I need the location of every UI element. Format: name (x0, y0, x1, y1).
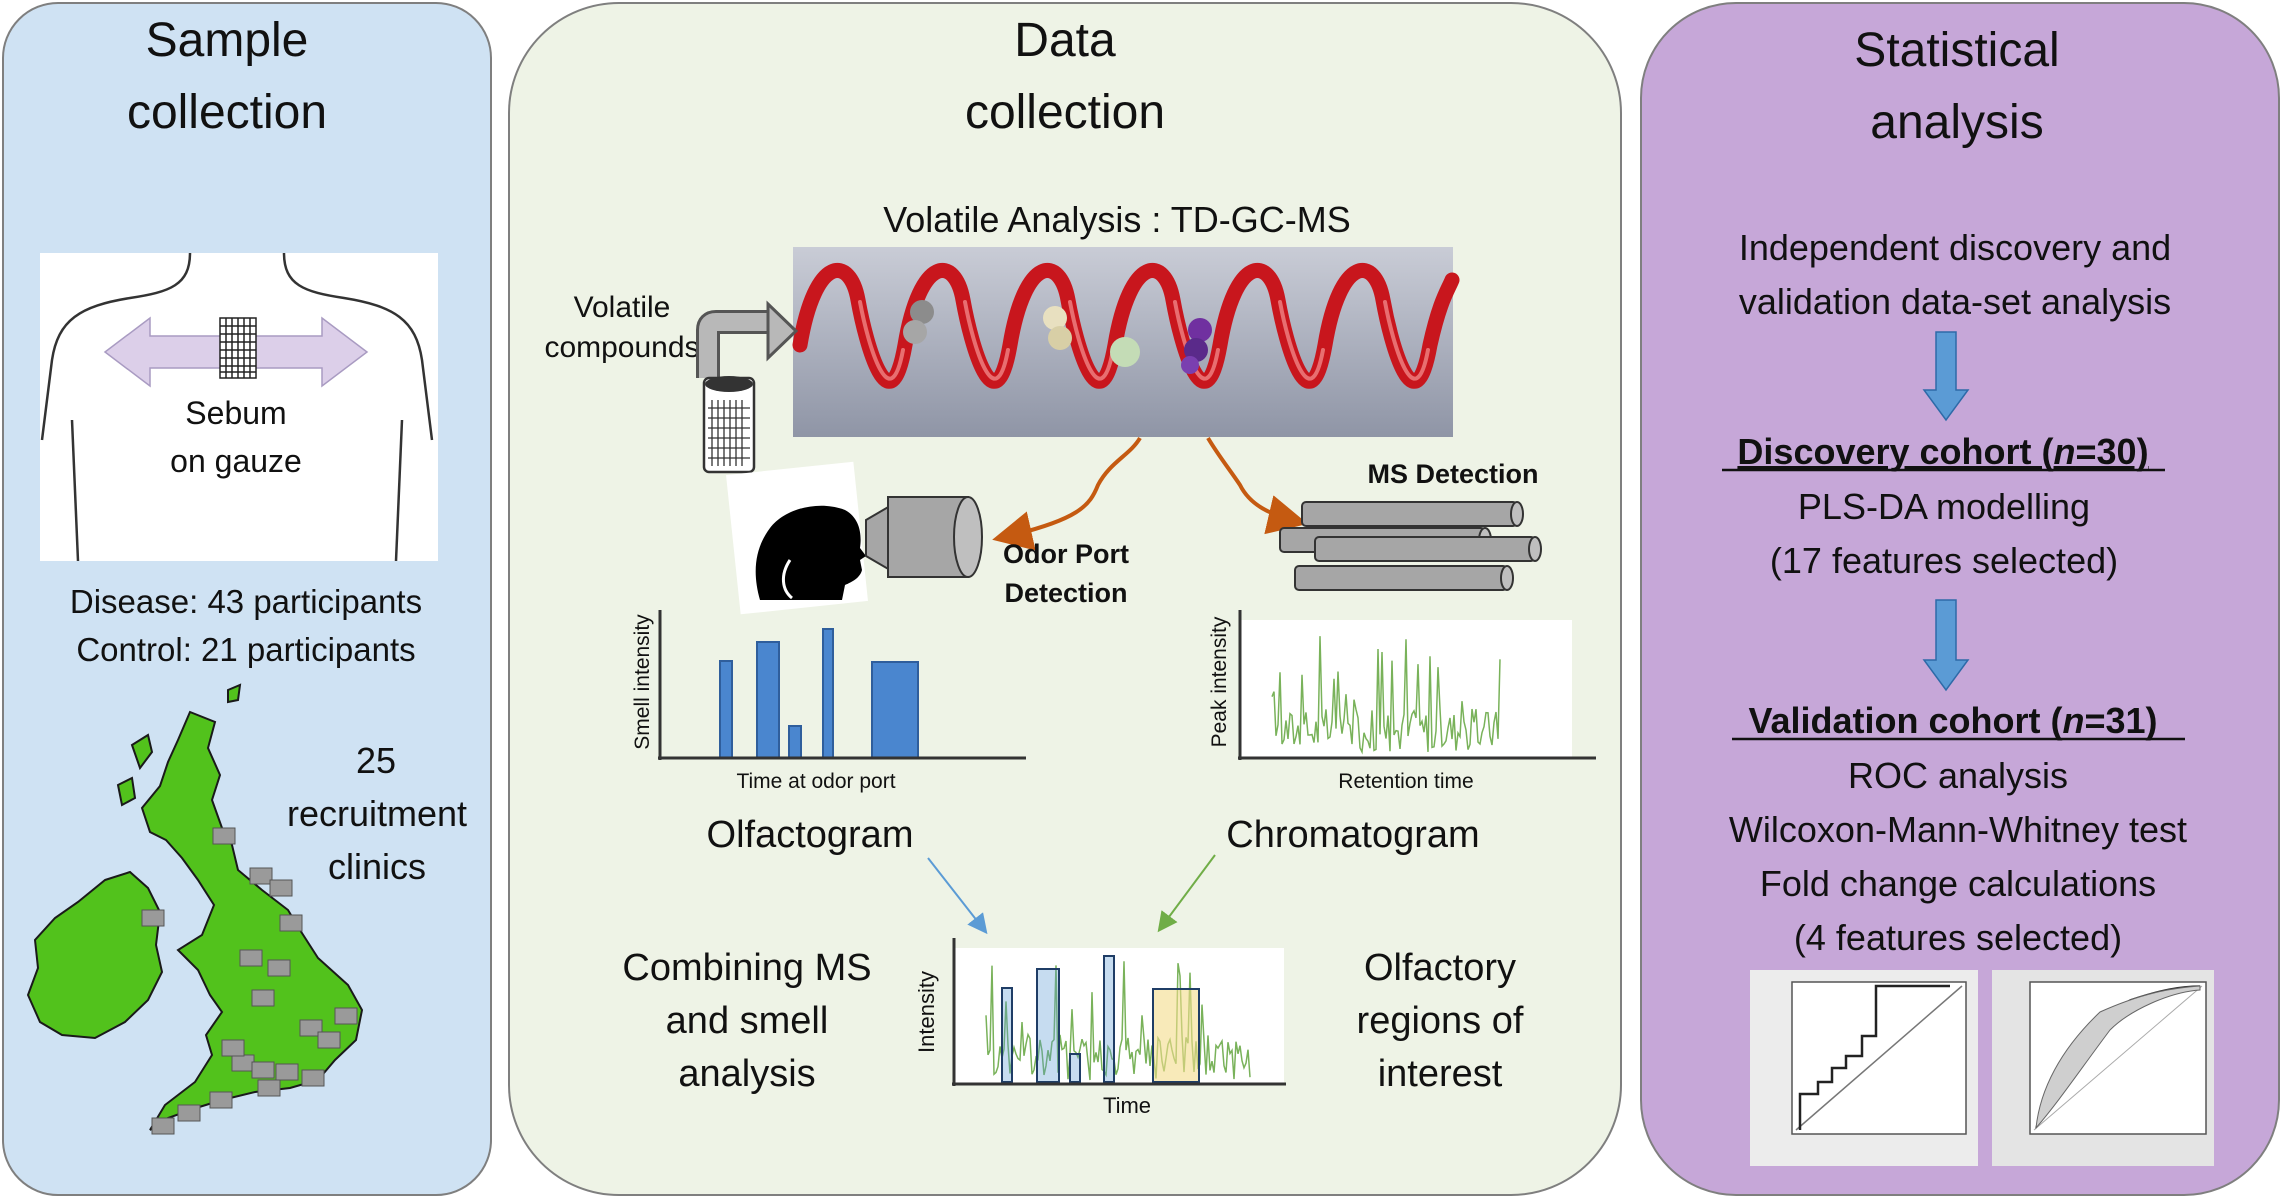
volatile-label-line1: Volatile (574, 291, 671, 324)
combined-highlight-bar (1152, 988, 1200, 1083)
person-sniffing-icon (726, 461, 983, 615)
chromatogram-to-combined-arrow (1157, 854, 1216, 933)
olfactogram-label: Olfactogram (707, 814, 914, 856)
sebum-label-line2: on gauze (170, 443, 302, 479)
statistical-analysis-panel: Statistical analysis Independent discove… (1640, 2, 2280, 1196)
sample-title-line2: collection (127, 86, 327, 139)
regions-label-line1: Olfactory (1364, 947, 1516, 989)
volatile-label-line2: compounds (544, 331, 699, 364)
plsda-label: PLS-DA modelling (1798, 486, 2090, 527)
chromatogram-label: Chromatogram (1226, 814, 1479, 856)
stats-title-line1: Statistical (1854, 24, 2059, 77)
regions-label-line2: regions of (1357, 1000, 1524, 1042)
olfactogram-bar (822, 628, 834, 759)
arrow-to-odor-port (992, 436, 1142, 551)
control-count: Control: 21 participants (76, 631, 415, 668)
olfactogram-bar (719, 660, 733, 759)
odor-port-label-line2: Detection (1004, 578, 1127, 608)
volatile-analysis-title: Volatile Analysis : TD-GC-MS (883, 199, 1350, 240)
olfactogram-bar (756, 641, 780, 759)
arrow-to-ms (1206, 436, 1308, 535)
data-title-line1: Data (1014, 14, 1116, 67)
molecule-icons (903, 300, 1212, 374)
olfactogram-x-axis-label: Time at odor port (736, 770, 895, 793)
odor-port-label-line1: Odor Port (1003, 539, 1129, 569)
data-title-line2: collection (965, 86, 1165, 139)
combining-label-line1: Combining MS (622, 947, 871, 989)
sample-collection-panel: Sample collection Sebum on gauze Disease… (2, 2, 492, 1196)
disease-count: Disease: 43 participants (70, 583, 422, 620)
down-arrow-icon (1922, 331, 1970, 422)
stats-title-line2: analysis (1870, 96, 2043, 149)
wilcoxon-label: Wilcoxon-Mann-Whitney test (1729, 809, 2187, 850)
features-17-label: (17 features selected) (1770, 540, 2118, 581)
sample-title-line1: Sample (146, 14, 309, 67)
sample-vial-icon (696, 300, 799, 474)
stats-intro-line2: validation data-set analysis (1739, 281, 2171, 322)
gauze-icon (219, 317, 257, 379)
combining-label-line2: and smell (666, 1000, 829, 1042)
clinics-count: 25 (356, 740, 396, 781)
validation-cohort-heading: Validation cohort (n=31) (1748, 700, 2157, 741)
regions-label-line3: interest (1378, 1053, 1503, 1095)
combined-bar (1069, 1053, 1081, 1083)
roc-ci-plot-thumbnail (1992, 970, 2214, 1166)
roc-label: ROC analysis (1848, 755, 2068, 796)
sebum-label-line1: Sebum (185, 395, 286, 431)
torso-illustration: Sebum on gauze (40, 252, 438, 562)
olfactogram-chart: Smell intensity Time at odor port (631, 610, 1026, 793)
olfactogram-bar (788, 725, 802, 759)
combined-bar (1103, 955, 1115, 1083)
chromatogram-x-axis-label: Retention time (1338, 770, 1473, 793)
fold-change-label: Fold change calculations (1760, 863, 2156, 904)
ms-detection-label: MS Detection (1367, 459, 1538, 489)
smell-intensity-axis-label: Smell intensity (631, 614, 654, 750)
down-arrow-icon-2 (1922, 599, 1970, 692)
clinics-line2: recruitment (287, 793, 467, 834)
clinic-markers (141, 827, 358, 1135)
combined-y-axis-label: Intensity (914, 971, 939, 1053)
gc-column (792, 247, 1460, 437)
clinics-line3: clinics (328, 846, 426, 887)
peak-intensity-axis-label: Peak intensity (1208, 616, 1231, 747)
combining-label-line3: analysis (678, 1053, 815, 1095)
discovery-cohort-heading: Discovery cohort (n=30) (1737, 431, 2148, 472)
combined-bar (1036, 968, 1060, 1083)
olfactogram-bar (871, 661, 919, 759)
stats-intro-line1: Independent discovery and (1739, 227, 2171, 268)
olfactogram-to-combined-arrow (927, 857, 988, 935)
combined-x-axis-label: Time (1103, 1093, 1151, 1118)
features-4-label: (4 features selected) (1794, 917, 2122, 958)
data-collection-panel: Data collection Volatile Analysis : TD-G… (508, 2, 1622, 1196)
chromatogram-chart: Peak intensity Retention time (1208, 610, 1596, 793)
combined-bar (1001, 987, 1013, 1083)
ms-detector-tubes-icon (1279, 501, 1542, 591)
roc-step-plot-thumbnail (1750, 970, 1978, 1166)
combined-chart: Intensity Time (914, 938, 1286, 1118)
